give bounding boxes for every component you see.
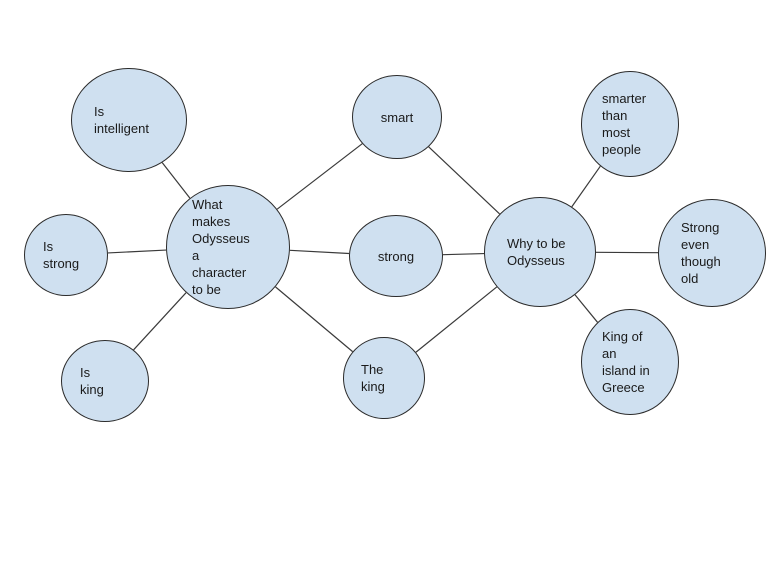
node-is-intelligent[interactable]: Is intelligent bbox=[71, 68, 187, 172]
edge-what-makes-odysseus-to-the-king bbox=[275, 286, 353, 353]
edge-why-to-be-odysseus-to-smarter-than-most-people bbox=[571, 165, 601, 208]
node-label-king-of-an-island-in-greece: King of an island in Greece bbox=[602, 329, 650, 395]
node-smarter-than-most-people[interactable]: smarter than most people bbox=[581, 71, 679, 177]
edge-strong-to-why-to-be-odysseus bbox=[442, 252, 485, 256]
node-what-makes-odysseus[interactable]: What makes Odysseus a character to be bbox=[166, 185, 290, 309]
node-smart[interactable]: smart bbox=[352, 75, 442, 159]
node-is-strong[interactable]: Is strong bbox=[24, 214, 108, 296]
edge-is-strong-to-what-makes-odysseus bbox=[107, 249, 167, 254]
node-label-is-intelligent: Is intelligent bbox=[94, 104, 149, 136]
node-strong[interactable]: strong bbox=[349, 215, 443, 297]
node-label-why-to-be-odysseus: Why to be Odysseus bbox=[507, 236, 566, 268]
edge-smart-to-why-to-be-odysseus bbox=[428, 146, 501, 215]
edge-what-makes-odysseus-to-strong bbox=[289, 249, 350, 255]
node-label-strong: strong bbox=[377, 248, 415, 264]
node-is-king[interactable]: Is king bbox=[61, 340, 149, 422]
node-the-king[interactable]: The king bbox=[343, 337, 425, 419]
node-why-to-be-odysseus[interactable]: Why to be Odysseus bbox=[484, 197, 596, 307]
edge-why-to-be-odysseus-to-king-of-an-island-in-greece bbox=[574, 294, 598, 323]
node-label-what-makes-odysseus: What makes Odysseus a character to be bbox=[192, 197, 250, 297]
edge-is-intelligent-to-what-makes-odysseus bbox=[161, 162, 191, 199]
node-label-smart: smart bbox=[380, 109, 414, 125]
edge-what-makes-odysseus-to-smart bbox=[276, 143, 363, 210]
node-label-strong-even-though-old: Strong even though old bbox=[681, 220, 721, 286]
node-king-of-an-island-in-greece[interactable]: King of an island in Greece bbox=[581, 309, 679, 415]
node-label-is-strong: Is strong bbox=[43, 239, 80, 271]
node-label-smarter-than-most-people: smarter than most people bbox=[602, 91, 647, 157]
node-label-the-king: The king bbox=[361, 362, 385, 394]
edge-is-king-to-what-makes-odysseus bbox=[133, 292, 187, 351]
node-strong-even-though-old[interactable]: Strong even though old bbox=[658, 199, 766, 307]
node-label-is-king: Is king bbox=[80, 365, 104, 397]
edge-the-king-to-why-to-be-odysseus bbox=[415, 286, 498, 353]
